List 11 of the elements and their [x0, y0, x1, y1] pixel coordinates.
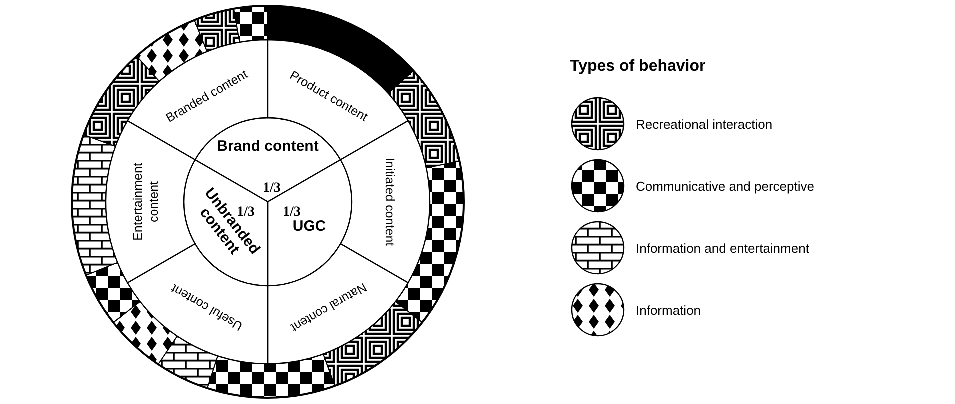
legend-label: Communicative and perceptive	[636, 178, 814, 194]
legend-label: Information	[636, 302, 702, 318]
segment-label: Brand content	[217, 138, 319, 155]
segment-label: Initiated content	[383, 158, 397, 246]
segment-label: Entertainment content	[131, 163, 161, 241]
legend-title: Types of behavior	[570, 58, 706, 76]
legend-label: Recreational interaction	[636, 116, 773, 132]
segment-label: UGC	[292, 218, 326, 235]
fraction-label: 1/3	[263, 181, 281, 196]
legend-label: Information and entertainment	[636, 240, 810, 256]
fraction-label: 1/3	[283, 205, 301, 220]
